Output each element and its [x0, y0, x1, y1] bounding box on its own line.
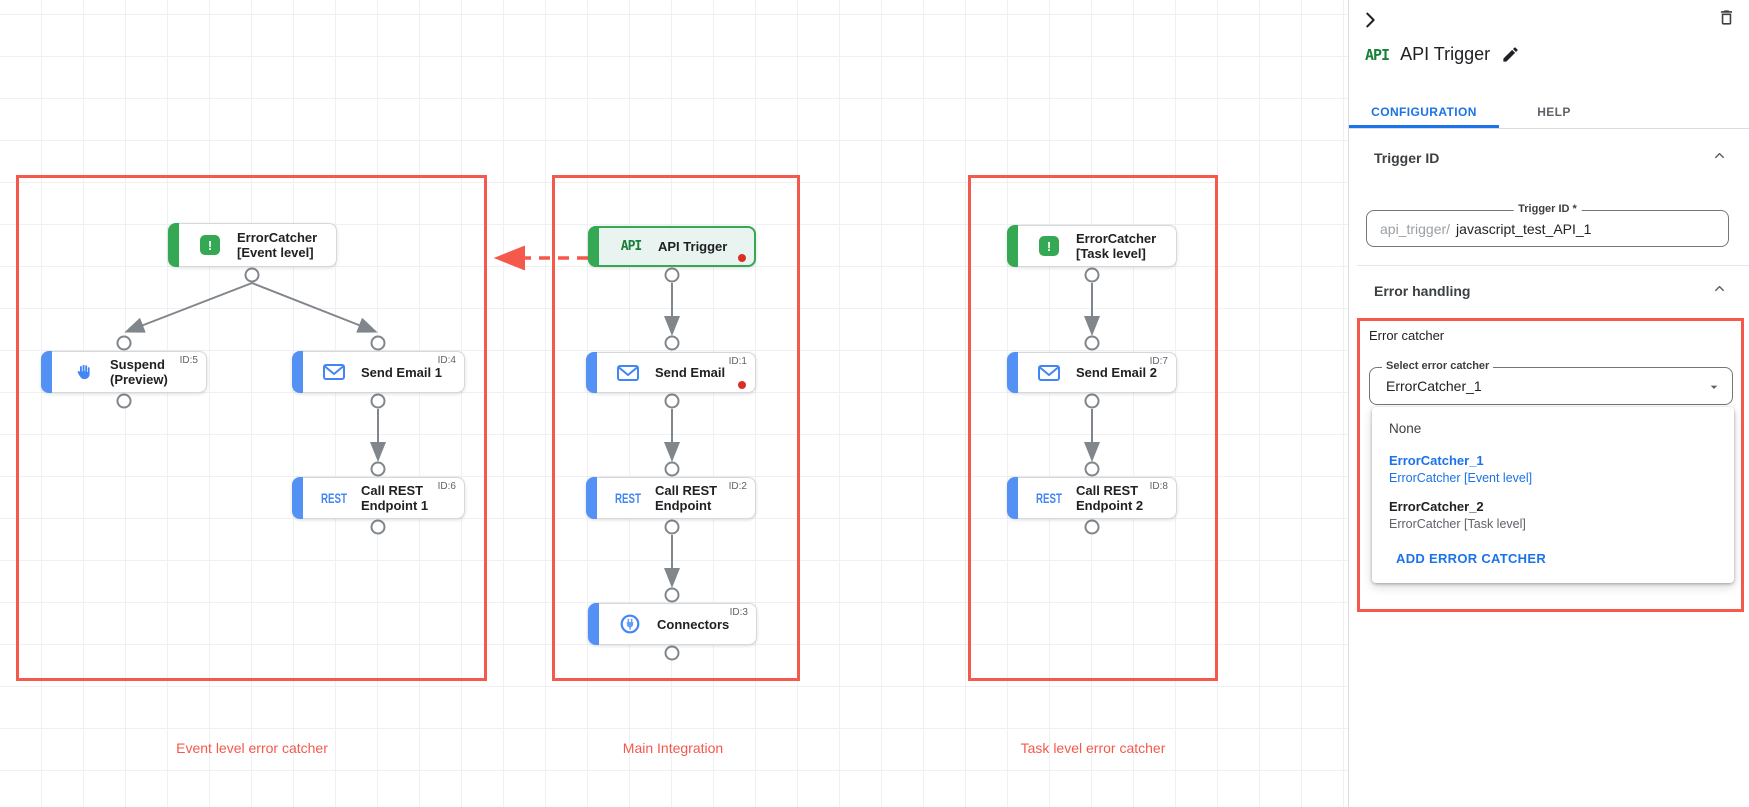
error-catcher-select-value: ErrorCatcher_1	[1386, 378, 1482, 394]
error-catcher-icon: !	[197, 235, 223, 255]
edit-title-button[interactable]	[1501, 45, 1520, 64]
trigger-id-field-label: Trigger ID *	[1513, 203, 1582, 215]
api-icon: API	[620, 239, 643, 254]
panel-tabs: CONFIGURATION HELP	[1349, 97, 1749, 129]
trigger-id-prefix: api_trigger/	[1380, 220, 1451, 237]
node-send-email-2[interactable]: Send Email 2 ID:7	[1007, 352, 1177, 393]
error-catcher-icon: !	[1036, 236, 1062, 256]
error-dot-api-trigger	[738, 254, 746, 262]
error-catcher-select-label: Select error catcher	[1382, 360, 1494, 372]
node-errorcatcher-event[interactable]: ! ErrorCatcher[Event level]	[168, 223, 337, 267]
hand-icon	[70, 363, 96, 381]
email-icon	[1036, 364, 1062, 381]
rest-icon: REST	[321, 490, 347, 506]
delete-trigger-button[interactable]	[1717, 8, 1736, 30]
collapse-panel-button[interactable]	[1359, 9, 1381, 34]
menu-item-subtitle: ErrorCatcher [Event level]	[1389, 471, 1533, 485]
panel-title: API Trigger	[1400, 44, 1491, 64]
group-box-event-level	[16, 175, 487, 681]
config-panel: API API Trigger CONFIGURATION HELP Trigg…	[1348, 0, 1749, 807]
group-label-event-level: Event level error catcher	[176, 740, 328, 756]
email-icon	[321, 364, 347, 380]
node-suspend[interactable]: Suspend(Preview) ID:5	[41, 351, 207, 393]
node-errorcatcher-task[interactable]: ! ErrorCatcher[Task level]	[1007, 225, 1177, 267]
tab-help[interactable]: HELP	[1537, 105, 1571, 119]
trigger-id-value[interactable]: javascript_test_API_1	[1456, 220, 1592, 237]
group-label-main-integration: Main Integration	[622, 740, 724, 756]
error-catcher-label: Error catcher	[1369, 328, 1445, 343]
menu-item-title: ErrorCatcher_1	[1389, 453, 1484, 468]
section-divider	[1357, 265, 1749, 266]
dropdown-caret-icon	[1706, 379, 1722, 400]
trigger-id-heading: Trigger ID	[1374, 150, 1440, 166]
menu-item-none[interactable]: None	[1389, 421, 1422, 436]
group-label-task-level: Task level error catcher	[1020, 740, 1166, 756]
error-handling-heading: Error handling	[1374, 283, 1471, 299]
integration-canvas[interactable]: ! ErrorCatcher[Event level] Suspend(Prev…	[0, 0, 1348, 807]
collapse-error-handling-icon[interactable]	[1712, 281, 1727, 299]
email-icon	[615, 364, 641, 381]
tab-configuration[interactable]: CONFIGURATION	[1349, 97, 1499, 128]
trigger-id-field[interactable]: Trigger ID * api_trigger/ javascript_tes…	[1366, 203, 1729, 247]
error-catcher-dropdown-menu: None ErrorCatcher_1 ErrorCatcher [Event …	[1372, 407, 1734, 583]
group-box-main-integration	[552, 175, 800, 681]
error-dot-send-email	[738, 381, 746, 389]
node-send-email-1[interactable]: Send Email 1 ID:4	[292, 351, 465, 393]
node-connectors[interactable]: Connectors ID:3	[588, 603, 757, 645]
collapse-trigger-id-icon[interactable]	[1712, 148, 1727, 166]
add-error-catcher-button[interactable]: ADD ERROR CATCHER	[1396, 551, 1547, 566]
group-box-task-level	[968, 175, 1218, 681]
error-catcher-select[interactable]: Select error catcher ErrorCatcher_1	[1369, 360, 1733, 405]
api-trigger-icon: API	[1365, 45, 1390, 64]
error-catcher-highlight-box: Error catcher Select error catcher Error…	[1357, 318, 1744, 612]
node-api-trigger[interactable]: API API Trigger	[588, 226, 756, 267]
menu-item-errorcatcher-2[interactable]: ErrorCatcher_2 ErrorCatcher [Task level]	[1389, 499, 1526, 531]
menu-item-subtitle: ErrorCatcher [Task level]	[1389, 517, 1526, 531]
menu-item-errorcatcher-1[interactable]: ErrorCatcher_1 ErrorCatcher [Event level…	[1389, 453, 1532, 485]
connector-icon	[617, 614, 643, 634]
node-send-email[interactable]: Send Email ID:1	[586, 352, 756, 393]
rest-icon: REST	[615, 490, 641, 506]
rest-icon: REST	[1036, 490, 1062, 506]
menu-item-title: ErrorCatcher_2	[1389, 499, 1484, 514]
